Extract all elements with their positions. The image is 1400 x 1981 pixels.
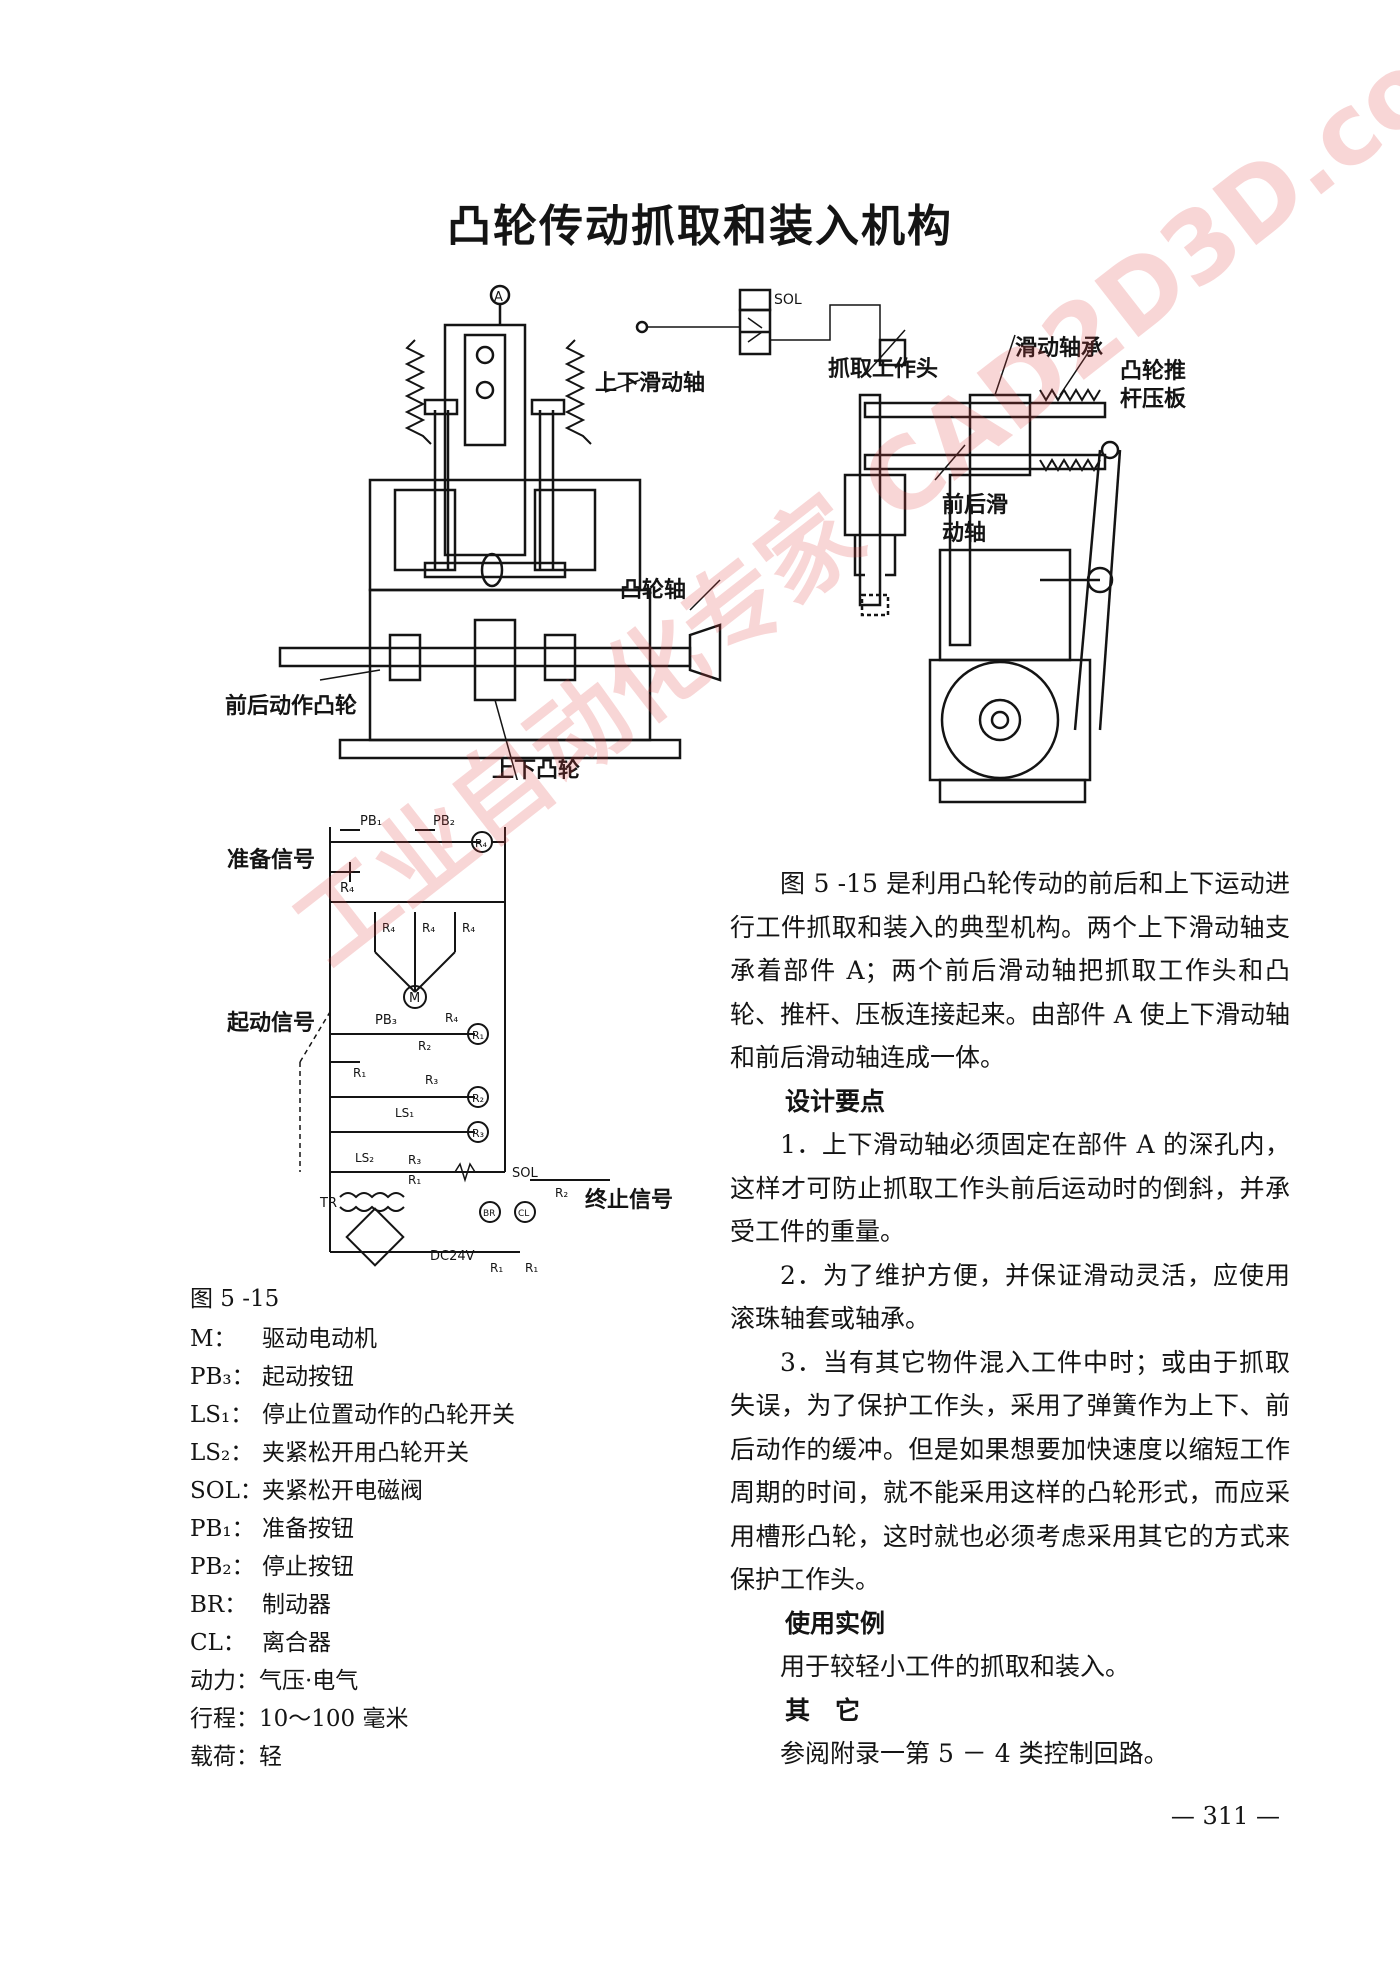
label-r3-sol: R₃ — [408, 1153, 421, 1167]
label-r2-start: R₂ — [418, 1039, 431, 1053]
legend-key: LS₁： — [190, 1402, 254, 1428]
legend-key: CL： — [190, 1630, 246, 1656]
label-r2-coil: R₂ — [472, 1092, 484, 1105]
legend-item: PB₁： 准备按钮 — [190, 1510, 670, 1548]
label-pb2: PB₂ — [433, 814, 455, 829]
example-text: 用于较轻小工件的抓取和装入。 — [780, 1652, 1131, 1681]
label-up-down-shaft: 上下滑动轴 — [595, 370, 705, 396]
label-up-down-cam: 上下凸轮 — [492, 757, 580, 783]
label-up-down-cam-wrap: 上下凸轮 — [492, 752, 612, 786]
legend-value: 起动按钮 — [262, 1364, 354, 1390]
label-r4-m2: R₄ — [422, 921, 435, 935]
label-grab-head: 抓取工作头 — [828, 356, 938, 382]
label-sol-valve: SOL — [774, 292, 802, 308]
label-front-back-shaft-line1: 前后滑 — [942, 492, 1008, 518]
legend-item: BR： 制动器 — [190, 1586, 670, 1624]
legend-key: LS₂： — [190, 1440, 254, 1466]
example-heading: 使用实例 — [785, 1608, 886, 1638]
label-pusher-plate-line2: 杆压板 — [1120, 387, 1187, 412]
design-heading: 设计要点 — [785, 1086, 886, 1116]
legend-value: 停止位置动作的凸轮开关 — [262, 1402, 515, 1428]
legend-item: CL： 离合器 — [190, 1624, 670, 1662]
label-r4-coil: R₄ — [475, 837, 488, 850]
legend-key: BR： — [190, 1592, 248, 1618]
label-ready-signal: 准备信号 — [227, 847, 315, 873]
label-a: A — [494, 290, 503, 305]
page-title: 凸轮传动抓取和装入机构 — [447, 201, 953, 252]
description-intro: 图 5 -15 是利用凸轮传动的前后和上下运动进行工件抓取和装入的典型机构。两个… — [730, 869, 1290, 1072]
label-cam-shaft: 凸轮轴 — [620, 577, 686, 603]
legend-item: M： 驱动电动机 — [190, 1320, 670, 1358]
legend-value: 驱动电动机 — [262, 1326, 377, 1352]
legend-stroke: 行程：10～100 毫米 — [190, 1706, 409, 1732]
label-ls2: LS₂ — [355, 1151, 374, 1165]
legend-value: 准备按钮 — [262, 1516, 354, 1542]
label-pb3: PB₃ — [375, 1013, 397, 1028]
legend-key: SOL： — [190, 1478, 263, 1504]
description: 图 5 -15 是利用凸轮传动的前后和上下运动进行工件抓取和装入的典型机构。两个… — [730, 862, 1290, 1776]
legend-load: 载荷：轻 — [190, 1744, 282, 1770]
other-heading: 其 它 — [785, 1695, 861, 1725]
label-r1-coil: R₁ — [472, 1029, 484, 1042]
label-r4-m3: R₄ — [462, 921, 475, 935]
legend-value: 停止按钮 — [262, 1554, 354, 1580]
label-front-back-cam: 前后动作凸轮 — [225, 693, 357, 719]
design-point-3: 3．当有其它物件混入工件中时；或由于抓取失误，为了保护工作头，采用了弹簧作为上下… — [730, 1347, 1290, 1595]
label-r4-start: R₄ — [445, 1011, 458, 1025]
legend-item: LS₂： 夹紧松开用凸轮开关 — [190, 1434, 670, 1472]
label-dc24v: DC24V — [430, 1249, 475, 1264]
legend-key: M： — [190, 1326, 237, 1352]
label-front-back-cam-wrap: 前后动作凸轮 — [225, 688, 425, 722]
legend-item: PB₃： 起动按钮 — [190, 1358, 670, 1396]
design-point-1: 1．上下滑动轴必须固定在部件 A 的深孔内，这样才可防止抓取工作头前后运动时的倒… — [730, 1130, 1290, 1246]
label-start-signal: 起动信号 — [226, 1010, 315, 1036]
legend-value: 夹紧松开用凸轮开关 — [262, 1440, 469, 1466]
label-front-back-shaft-line2: 动轴 — [942, 520, 986, 546]
label-tr: TR — [319, 1196, 337, 1211]
label-r2-stop: R₂ — [555, 1186, 568, 1200]
label-r1-cl: R₁ — [525, 1261, 538, 1275]
label-stop-signal: 终止信号 — [585, 1187, 673, 1213]
mechanism-front-view: A — [220, 280, 740, 780]
label-r4-contact: R₄ — [340, 881, 354, 896]
legend-key: PB₃： — [190, 1364, 255, 1390]
legend-key: PB₁： — [190, 1516, 255, 1542]
page-number: — 311 — — [1170, 1802, 1280, 1830]
control-circuit: PB₁ PB₂ R₄ R₄ R₄ R₄ R₄ M PB₃ R₄ R₂ R₁ R₁ — [220, 812, 690, 1287]
figure-legend: 图 5 -15 M： 驱动电动机 PB₃： 起动按钮 LS₁： 停止位置动作的凸轮开关… — [190, 1280, 670, 1776]
label-sol-coil: SOL — [512, 1166, 538, 1181]
label-r1-contact: R₁ — [353, 1066, 366, 1080]
label-r4-m1: R₄ — [382, 921, 395, 935]
legend-power: 动力：气压·电气 — [190, 1668, 359, 1694]
label-r1-sol: R₁ — [408, 1173, 421, 1187]
label-cl: CL — [518, 1209, 529, 1219]
legend-item: SOL：夹紧松开电磁阀 — [190, 1472, 670, 1510]
legend-key: PB₂： — [190, 1554, 255, 1580]
other-text: 参阅附录一第 5 － 4 类控制回路。 — [780, 1739, 1169, 1768]
label-r3-r2row: R₃ — [425, 1073, 438, 1087]
legend-item: PB₂： 停止按钮 — [190, 1548, 670, 1586]
legend-value: 制动器 — [262, 1592, 331, 1618]
figure-caption: 图 5 -15 — [190, 1286, 280, 1312]
label-br: BR — [483, 1209, 495, 1219]
label-r3-coil: R₃ — [472, 1127, 484, 1140]
label-ls1: LS₁ — [395, 1106, 414, 1120]
mechanism-side-view: SOL — [630, 280, 1200, 820]
label-r1-br: R₁ — [490, 1261, 503, 1275]
label-pusher-plate-line1: 凸轮推 — [1120, 358, 1186, 384]
legend-value: 离合器 — [262, 1630, 331, 1656]
design-point-2: 2．为了维护方便，并保证滑动灵活，应使用滚珠轴套或轴承。 — [730, 1260, 1290, 1334]
label-slide-bearing: 滑动轴承 — [1015, 335, 1103, 361]
label-motor: M — [409, 991, 420, 1006]
label-pb1: PB₁ — [360, 814, 382, 829]
legend-value: 夹紧松开电磁阀 — [262, 1478, 423, 1504]
legend-item: LS₁： 停止位置动作的凸轮开关 — [190, 1396, 670, 1434]
